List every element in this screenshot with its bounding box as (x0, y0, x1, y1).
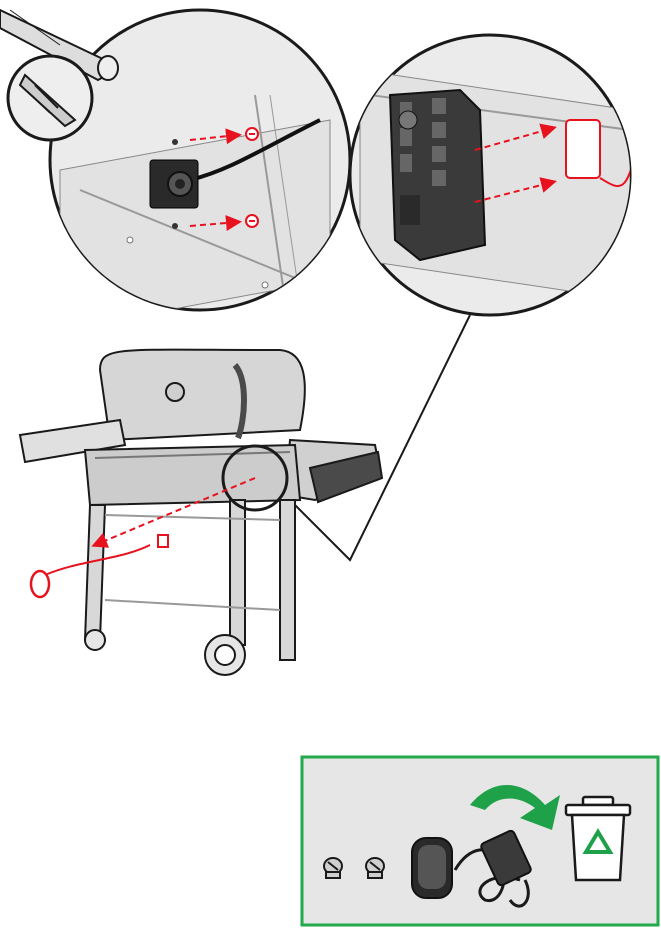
phillips-tip-icon (8, 56, 92, 140)
callout-leader-lines (290, 315, 470, 560)
battery-housing-icon (390, 90, 485, 260)
recycle-panel (302, 757, 658, 925)
grill-icon (20, 350, 382, 675)
sensor-pad-icon (412, 838, 452, 898)
socket-plate (150, 160, 198, 208)
detail-circle-adapter (350, 35, 640, 315)
sensor-pad-icon (31, 571, 49, 597)
recycle-bin-icon (566, 797, 630, 880)
